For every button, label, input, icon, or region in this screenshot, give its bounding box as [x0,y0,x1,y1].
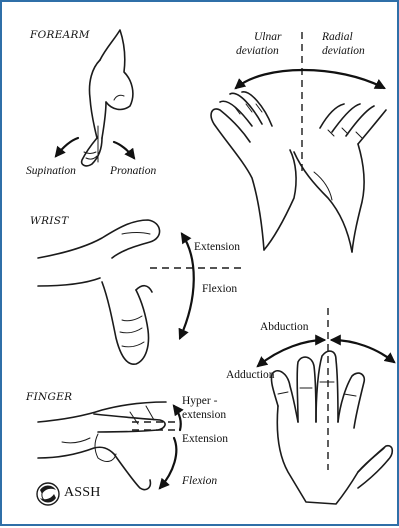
label-abduction: Abduction [260,322,309,334]
label-finger-extension: Extension [182,434,228,446]
forearm-figure-illustration [82,30,133,166]
label-wrist-extension: Extension [194,242,240,254]
deviation-hands-illustration [211,32,386,252]
label-supination: Supination [26,166,76,178]
label-adduction: Adduction [226,370,275,382]
assh-logo-text: ASSH [64,486,101,500]
label-ulnar: Ulnar [254,32,281,44]
label-radial: Radial [322,32,353,44]
section-title-wrist: WRIST [30,216,69,227]
assh-logo-mark [37,483,59,505]
section-title-forearm: FOREARM [30,30,90,41]
label-radial-deviation: deviation [322,46,365,58]
finger-hand-illustration [38,402,181,490]
label-ulnar-deviation: deviation [236,46,279,58]
label-finger-flexion: Flexion [182,476,217,488]
label-hyperextension: extension [182,410,226,422]
label-hyper: Hyper - [182,396,217,408]
abduction-hand-illustration [258,308,394,504]
section-title-finger: FINGER [26,392,72,403]
label-wrist-flexion: Flexion [202,284,237,296]
label-pronation: Pronation [110,166,156,178]
